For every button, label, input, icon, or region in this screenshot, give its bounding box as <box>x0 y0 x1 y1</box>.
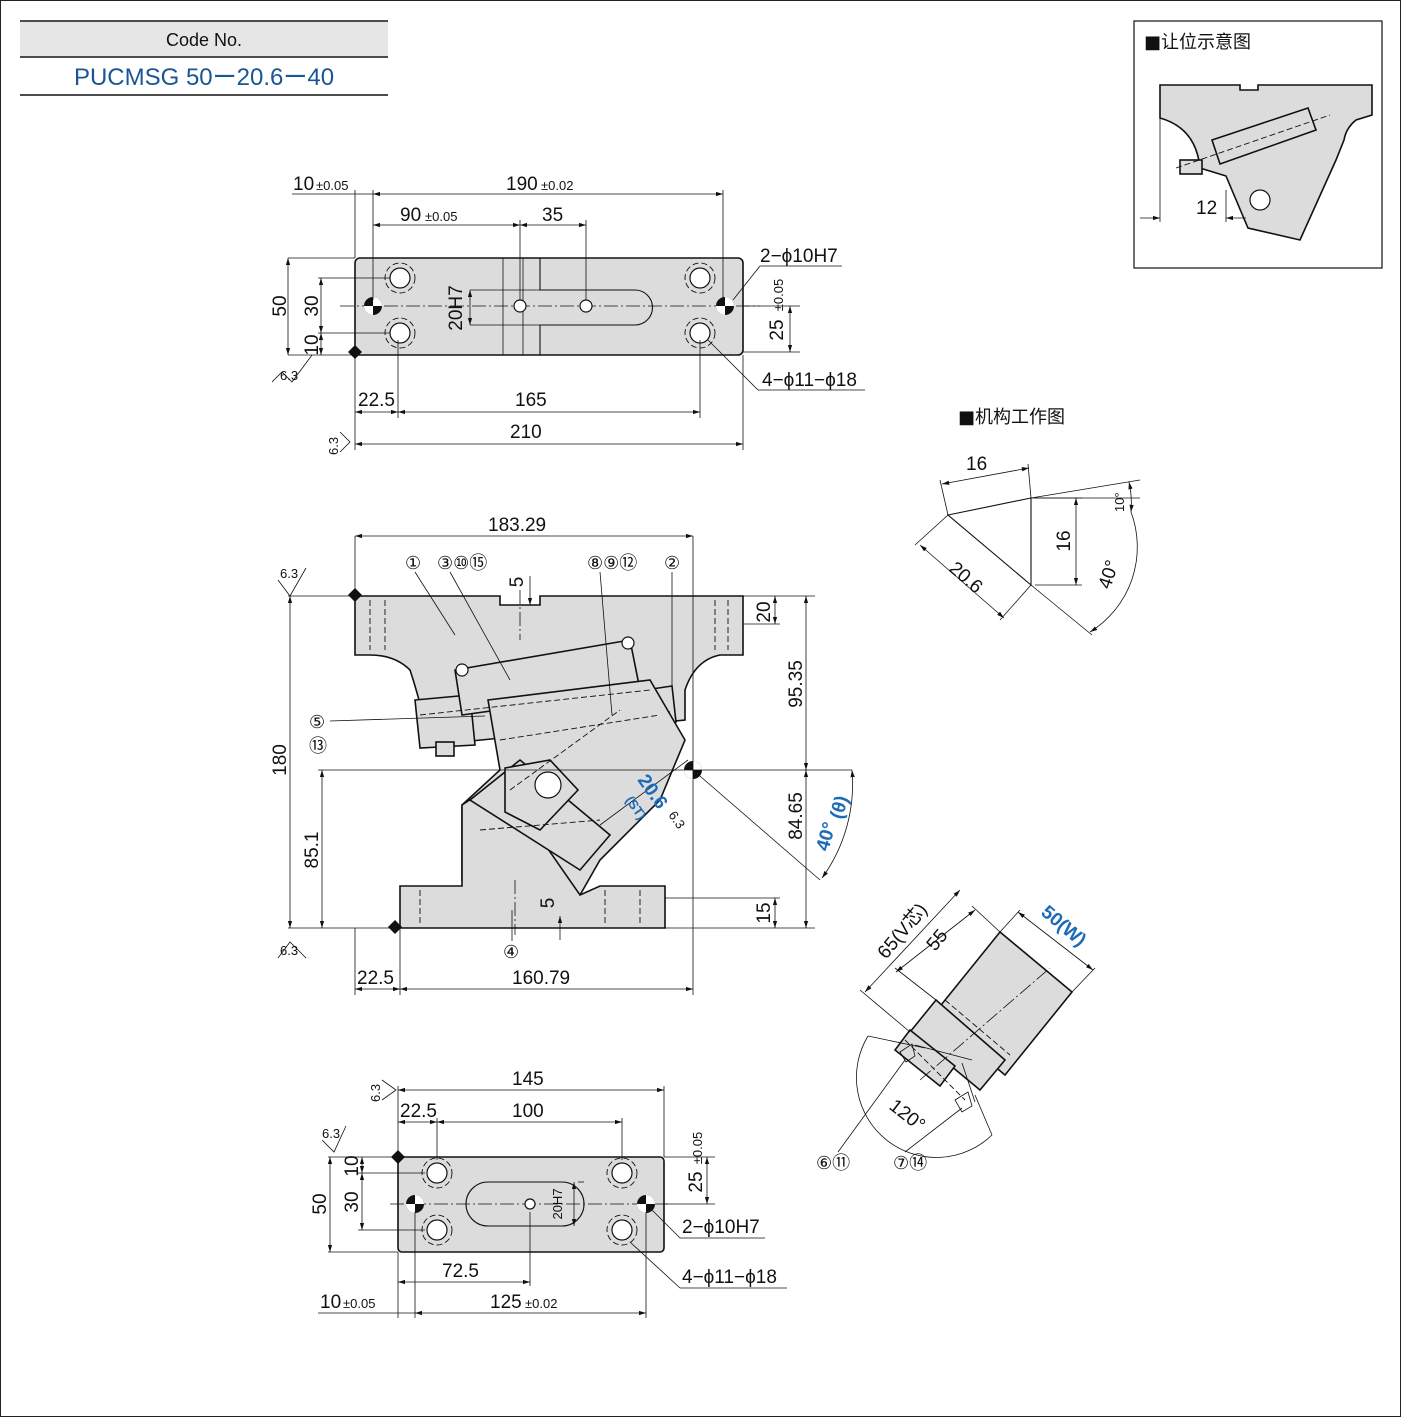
callout-4: ④ <box>503 942 519 963</box>
bottom-dim-100: 100 <box>512 1101 544 1122</box>
callout-7-14: ⑦⑭ <box>893 1153 927 1174</box>
bottom-rough-a: 6.3 <box>368 1084 383 1102</box>
top-dim-20h7: 20H7 <box>446 285 467 330</box>
section-view: 120° 65(V芯) 55 50(W) ⑥⑪ ⑦⑭ <box>816 889 1096 1174</box>
front-view: 183.29 180 85.1 20 95.35 84.65 15 5 5 22… <box>270 515 855 995</box>
top-dim-25-tol: ±0.05 <box>771 279 786 311</box>
bottom-dim-50: 50 <box>310 1193 331 1214</box>
top-dim-10b: 10 <box>302 334 323 355</box>
bottom-note-holes: 4−ϕ11−ϕ18 <box>682 1267 777 1288</box>
top-dim-30: 30 <box>302 295 323 316</box>
front-dim-20: 20 <box>754 601 775 622</box>
bottom-note-pin: 2−ϕ10H7 <box>682 1217 760 1238</box>
mechanism-title: ■机构工作图 <box>958 407 1065 428</box>
code-box: Code No. PUCMSG 50ー20.6ー40 <box>20 20 388 96</box>
code-value: PUCMSG 50ー20.6ー40 <box>74 64 334 91</box>
clearance-inset: ■让位示意图 12 <box>1133 20 1383 269</box>
callout-6-11: ⑥⑪ <box>816 1153 850 1174</box>
section-angle-120: 120° <box>885 1095 929 1136</box>
code-title: Code No. <box>166 30 242 50</box>
bottom-dim-30: 30 <box>342 1191 363 1212</box>
top-rough-a: 6.3 <box>280 368 298 383</box>
front-dim-22-5: 22.5 <box>357 968 394 989</box>
front-dim-95-35: 95.35 <box>786 660 807 708</box>
bottom-dim-25-tol: ±0.05 <box>690 1132 705 1164</box>
top-rough-b: 6.3 <box>326 437 341 455</box>
bottom-dim-72-5: 72.5 <box>442 1261 479 1282</box>
mechanism-angle-40: 40° <box>1095 558 1124 592</box>
top-dim-25: 25 <box>767 319 788 340</box>
front-dim-15: 15 <box>754 902 775 923</box>
front-dim-5a: 5 <box>507 577 528 588</box>
front-dim-160-79: 160.79 <box>512 968 570 989</box>
bottom-dim-25: 25 <box>686 1171 707 1192</box>
top-dim-22-5: 22.5 <box>358 390 395 411</box>
callout-3-10-15: ③⑩⑮ <box>437 553 487 574</box>
bottom-dim-10b-tol: ±0.05 <box>343 1296 375 1311</box>
top-dim-10-tol: ±0.05 <box>316 178 348 193</box>
mechanism-dim-20-6: 20.6 <box>945 558 987 598</box>
callout-5: ⑤ <box>309 712 325 733</box>
top-note-pin: 2−ϕ10H7 <box>760 246 838 267</box>
bottom-dim-145: 145 <box>512 1069 544 1090</box>
front-angle-40: 40° <box>813 820 841 853</box>
bottom-dim-10b: 10 <box>320 1292 341 1313</box>
top-dim-35: 35 <box>542 205 563 226</box>
callout-2: ② <box>664 553 680 574</box>
clearance-dim-12: 12 <box>1196 198 1217 219</box>
bottom-dim-125-tol: ±0.02 <box>525 1296 557 1311</box>
bottom-view: 145 22.5 100 50 10 30 20H7 25 ±0.05 2−ϕ1… <box>310 1069 787 1318</box>
top-dim-90-tol: ±0.05 <box>425 209 457 224</box>
top-dim-90: 90 <box>400 205 421 226</box>
front-dim-85-1: 85.1 <box>302 832 323 869</box>
top-dim-190: 190 <box>506 174 538 195</box>
mechanism-angle-10: 10° <box>1112 492 1127 512</box>
front-rough-b: 6.3 <box>280 943 298 958</box>
top-dim-165: 165 <box>515 390 547 411</box>
front-rough-a: 6.3 <box>280 566 298 581</box>
top-dim-190-tol: ±0.02 <box>541 178 573 193</box>
bottom-dim-22-5: 22.5 <box>400 1101 437 1122</box>
bottom-dim-10: 10 <box>342 1155 363 1176</box>
bottom-dim-20h7: 20H7 <box>550 1188 565 1219</box>
callout-8-9-12: ⑧⑨⑫ <box>587 553 637 574</box>
section-dim-65: 65(V芯) <box>873 899 932 963</box>
top-dim-210: 210 <box>510 422 542 443</box>
front-dim-180: 180 <box>270 744 291 776</box>
top-note-holes: 4−ϕ11−ϕ18 <box>762 370 857 391</box>
top-dim-50: 50 <box>270 295 291 316</box>
mechanism-dim-16a: 16 <box>966 454 987 475</box>
clearance-title: ■让位示意图 <box>1144 32 1251 53</box>
section-dim-50w: 50(W) <box>1037 902 1090 951</box>
callout-1: ① <box>405 553 421 574</box>
section-dim-55: 55 <box>923 926 953 956</box>
bottom-dim-125: 125 <box>490 1292 522 1313</box>
front-rough-st: 6.3 <box>666 808 689 831</box>
callout-13: ⑬ <box>309 736 327 757</box>
front-dim-183-29: 183.29 <box>488 515 546 536</box>
mechanism-dim-16b: 16 <box>1054 530 1075 551</box>
bottom-rough-b: 6.3 <box>322 1126 340 1141</box>
mechanism-diagram: ■机构工作图 16 16 20.6 10° 40° <box>914 407 1141 636</box>
top-dim-10: 10 <box>293 174 314 195</box>
top-view: 10 ±0.05 190 ±0.02 90 ±0.05 35 50 30 10 … <box>270 174 865 455</box>
front-dim-5b: 5 <box>538 898 559 909</box>
front-dim-84-65: 84.65 <box>786 792 807 840</box>
